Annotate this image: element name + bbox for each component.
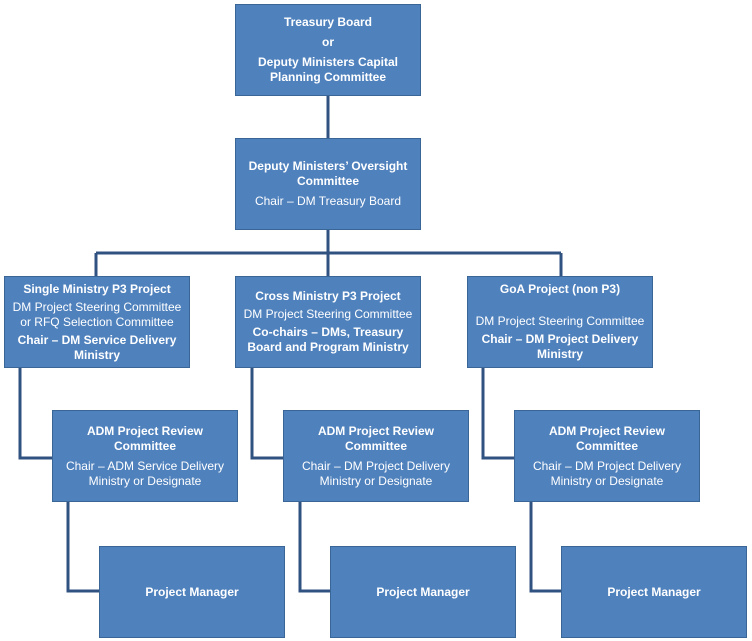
adm-single-title: ADM Project Review Committee (86, 423, 204, 453)
goa-chair: Chair – DM Project Delivery Ministry (481, 332, 639, 361)
cross-title: Cross Ministry P3 Project (255, 289, 401, 303)
cross-chair: Co-chairs – DMs, Treasury Board and Prog… (247, 325, 409, 354)
single-committee: DM Project Steering Committee or RFQ Sel… (12, 299, 182, 329)
single-ministry-box: Single Ministry P3 Project DM Project St… (4, 276, 190, 368)
connector-goa-pm (529, 502, 563, 593)
top-line1: Treasury Board (283, 15, 373, 29)
pm-goa-label: Project Manager (607, 584, 701, 599)
oversight-title: Deputy Ministers’ Oversight Committee (248, 159, 408, 188)
top-line2: or (322, 35, 334, 49)
adm-goa-box: ADM Project Review Committee Chair – DM … (514, 410, 700, 502)
goa-project-box: GoA Project (non P3) DM Project Steering… (467, 276, 653, 368)
cross-committee: DM Project Steering Committee (243, 307, 413, 321)
adm-cross-title: ADM Project Review Committee (317, 423, 435, 453)
top-line3: Deputy Ministers Capital Planning Commit… (257, 55, 399, 84)
single-chair: Chair – DM Service Delivery Ministry (17, 332, 177, 362)
adm-single-chair: Chair – ADM Service Delivery Ministry or… (65, 458, 225, 488)
cross-ministry-box: Cross Ministry P3 Project DM Project Ste… (235, 276, 421, 368)
pm-single-label: Project Manager (145, 584, 239, 599)
adm-goa-chair: Chair – DM Project Delivery Ministry or … (532, 458, 682, 488)
goa-committee: DM Project Steering Committee (475, 314, 645, 328)
connector-cross-pm (298, 502, 332, 593)
pm-cross-box: Project Manager (330, 546, 516, 638)
adm-cross-chair: Chair – DM Project Delivery Ministry or … (301, 458, 451, 488)
connector-single-adm (18, 368, 52, 460)
single-title: Single Ministry P3 Project (23, 281, 171, 296)
adm-cross-box: ADM Project Review Committee Chair – DM … (283, 410, 469, 502)
adm-single-box: ADM Project Review Committee Chair – ADM… (52, 410, 238, 502)
connector-single-pm (66, 502, 100, 593)
oversight-committee-box: Deputy Ministers’ Oversight Committee Ch… (235, 138, 421, 230)
adm-goa-title: ADM Project Review Committee (548, 423, 666, 453)
connector-goa-adm (481, 368, 515, 460)
oversight-chair: Chair – DM Treasury Board (254, 194, 402, 208)
connector-cross-adm (250, 368, 284, 460)
treasury-board-box: Treasury Board or Deputy Ministers Capit… (235, 4, 421, 96)
pm-cross-label: Project Manager (376, 584, 470, 599)
pm-goa-box: Project Manager (561, 546, 747, 638)
pm-single-box: Project Manager (99, 546, 285, 638)
goa-title: GoA Project (non P3) (499, 282, 621, 296)
